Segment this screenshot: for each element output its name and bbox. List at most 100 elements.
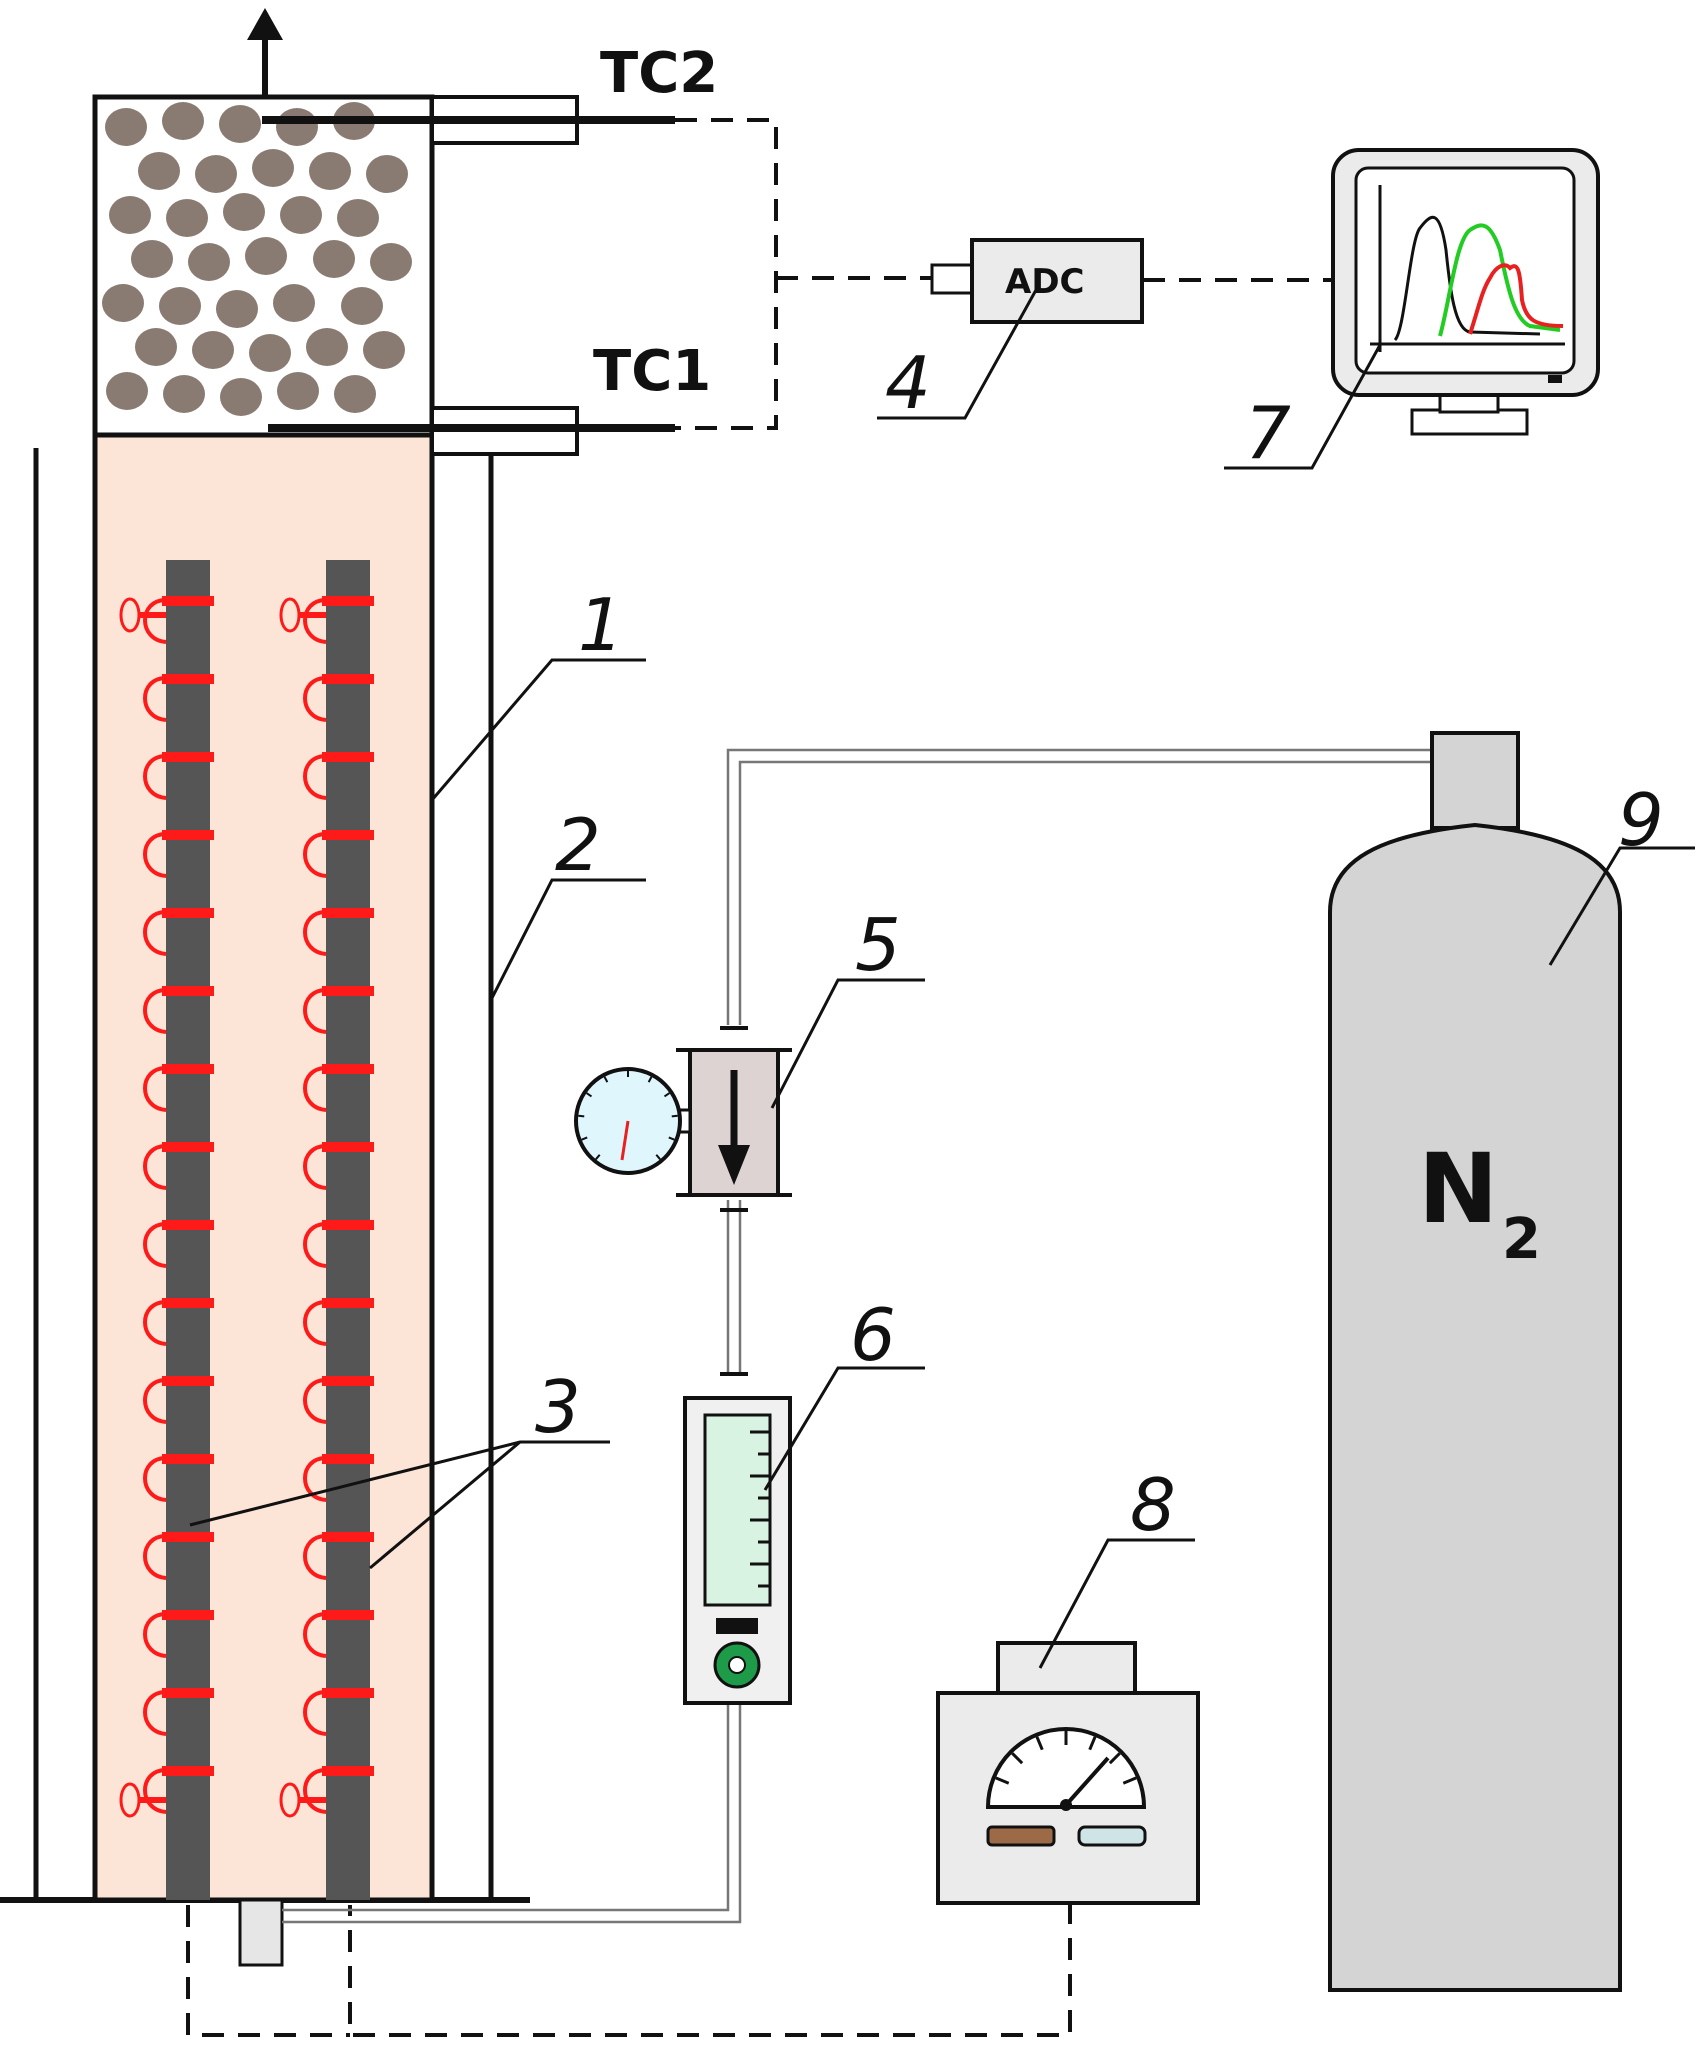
heater-coil-band — [322, 1064, 374, 1074]
tc2-label: TC2 — [600, 41, 718, 106]
heater-coil-loop — [303, 1144, 327, 1190]
pellet — [105, 108, 147, 146]
pellet — [106, 372, 148, 410]
heater-coil-band — [162, 1688, 214, 1698]
pellet — [192, 331, 234, 369]
reactor — [0, 8, 530, 1967]
heater-coil-band — [322, 1766, 374, 1776]
outlet-arrow — [247, 8, 283, 97]
controller-button-right — [1077, 1825, 1147, 1847]
heater-coils — [119, 596, 374, 1818]
controller-button-left — [986, 1825, 1056, 1847]
callout-1-leader — [430, 658, 646, 801]
callout-8-leader — [1038, 1538, 1195, 1669]
heater-coil-loop — [143, 1066, 167, 1112]
trace-red — [1468, 263, 1564, 335]
adc-connector — [930, 263, 974, 295]
callout-1-label: 1 — [578, 583, 624, 667]
callouts: 1 2 3 4 5 6 7 8 9 — [189, 289, 1695, 1669]
heater-coil-loop — [143, 1612, 167, 1658]
gauge-tick — [655, 1154, 661, 1160]
heater-coil-loop — [303, 1534, 327, 1580]
pellet — [159, 287, 201, 325]
heater-terminal-lug — [279, 597, 301, 633]
inlet-stub — [238, 1898, 284, 1967]
pellet — [216, 290, 258, 328]
heater-coil-loop — [143, 1534, 167, 1580]
heater-coil-band — [322, 674, 374, 684]
gauge-tick — [578, 1114, 585, 1118]
pellet — [195, 155, 237, 193]
pellet — [341, 287, 383, 325]
heater-coil-band — [322, 1454, 374, 1464]
heater-coil-band — [322, 986, 374, 996]
pellet — [252, 149, 294, 187]
controller-dial — [985, 1727, 1147, 1809]
heater-coil-band — [162, 986, 214, 996]
pellet — [163, 375, 205, 413]
pellet — [162, 102, 204, 140]
adc-box — [970, 238, 1144, 324]
callout-4-label: 4 — [885, 341, 931, 425]
heater-coil-band — [322, 1220, 374, 1230]
dial-tick — [1108, 1752, 1121, 1765]
heater-coil-loop — [303, 1066, 327, 1112]
heater-coil-band — [322, 1532, 374, 1542]
signal-wires — [186, 118, 1332, 2037]
heater-coil-loop — [143, 1456, 167, 1502]
heater-coil-band — [162, 752, 214, 762]
heater-coil-band — [322, 596, 374, 606]
heater-coil-loop — [303, 1222, 327, 1268]
cylinder-gas-label: N — [1418, 1133, 1498, 1245]
heater-coil-band — [162, 674, 214, 684]
heater-coil-band — [162, 908, 214, 918]
callout-8-label: 8 — [1130, 1463, 1176, 1547]
pellet — [223, 193, 265, 231]
heater-coil-loop — [143, 1222, 167, 1268]
heater-coil-loop — [143, 1300, 167, 1346]
pellet — [188, 243, 230, 281]
dial-needle — [1064, 1756, 1110, 1807]
pellet — [249, 334, 291, 372]
callout-2-leader — [489, 878, 646, 1001]
callout-6-label: 6 — [850, 1293, 896, 1377]
callout-6-leader — [763, 1366, 925, 1491]
dial-tick — [1035, 1736, 1044, 1751]
flow-meter — [683, 1396, 792, 1705]
pellets — [102, 102, 412, 416]
cylinder-gas-subscript: 2 — [1502, 1207, 1541, 1272]
pellet — [363, 331, 405, 369]
heater-coil-loop — [303, 1612, 327, 1658]
heater-coil-loop — [303, 832, 327, 878]
heater-coil-band — [162, 1064, 214, 1074]
pressure-regulator — [574, 1048, 792, 1197]
heater-coil-band — [162, 1610, 214, 1620]
pellet — [109, 196, 151, 234]
heater-coil-band — [322, 830, 374, 840]
callout-4-leader — [877, 289, 1038, 420]
trace-black — [1393, 215, 1541, 342]
adc-label: ADC — [1005, 262, 1085, 302]
controller-top — [996, 1641, 1137, 1695]
thermocouples: TC2 TC1 — [262, 41, 718, 456]
heater-coil-loop — [303, 1300, 327, 1346]
nitrogen-cylinder: N 2 — [1328, 731, 1622, 1992]
pellet — [135, 328, 177, 366]
heater-coil-band — [322, 752, 374, 762]
callout-5-label: 5 — [855, 903, 901, 987]
gauge-tick — [581, 1136, 588, 1141]
pellet — [166, 199, 208, 237]
flowmeter-knob-center — [728, 1656, 746, 1674]
heater-coil-band — [162, 1142, 214, 1152]
pellet — [306, 328, 348, 366]
heater-coil-band — [162, 1454, 214, 1464]
heater-coil-loop — [143, 988, 167, 1034]
gauge-tick — [647, 1076, 653, 1083]
monitor-power-led — [1548, 375, 1562, 383]
heater-coil-band — [162, 830, 214, 840]
pellet — [280, 196, 322, 234]
heater-coil-loop — [303, 988, 327, 1034]
heater-coil-loop — [303, 1378, 327, 1424]
heater-coil-loop — [143, 1690, 167, 1736]
callout-7-label: 7 — [1245, 391, 1291, 475]
